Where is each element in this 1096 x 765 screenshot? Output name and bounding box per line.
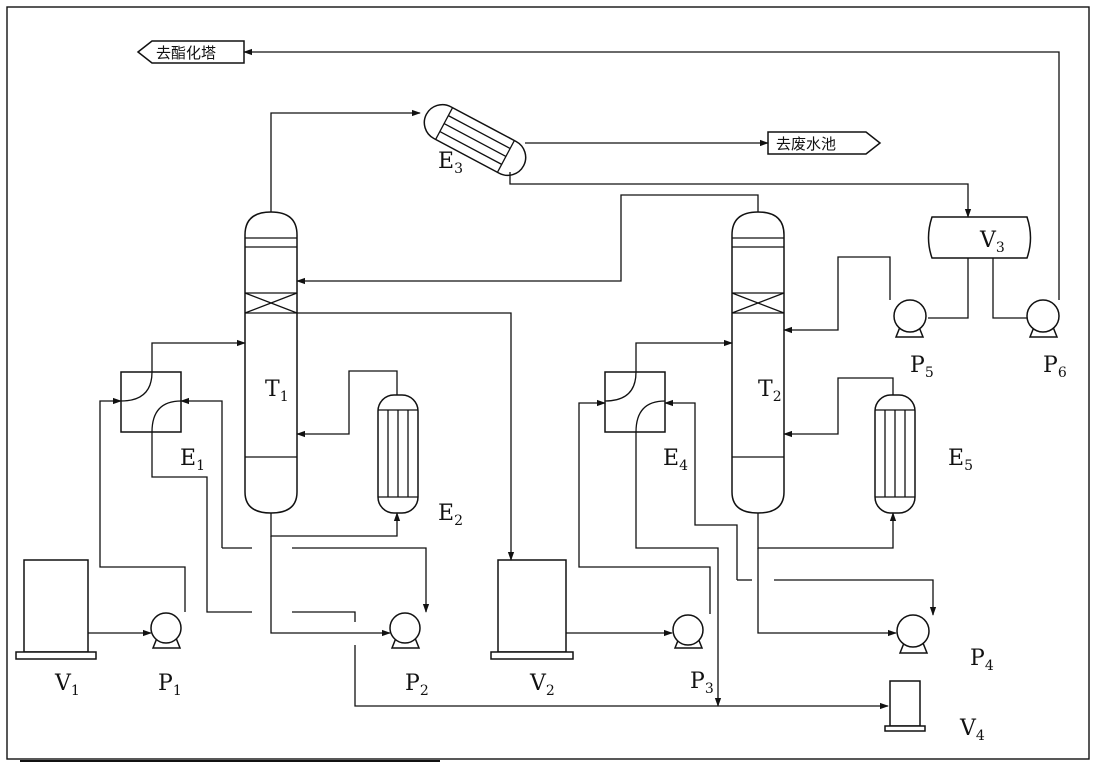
process-lines: [88, 48, 1060, 710]
column-t1: [244, 211, 298, 514]
label-e4: E4: [663, 446, 688, 474]
svg-text:P2: P2: [405, 671, 429, 699]
tag-to-wastewater-pool: 去废水池: [767, 131, 882, 155]
label-t2: T2: [758, 377, 782, 405]
svg-text:V2: V2: [529, 671, 555, 699]
tag-esterification-text: 去酯化塔: [156, 44, 216, 62]
label-e5: E5: [948, 446, 973, 474]
reboiler-e5: [874, 394, 916, 514]
condenser-e3: [423, 103, 527, 177]
label-p3: P3: [690, 669, 714, 697]
svg-text:V3: V3: [979, 228, 1005, 256]
svg-text:E2: E2: [438, 501, 463, 529]
svg-text:E5: E5: [948, 446, 973, 474]
svg-text:P4: P4: [970, 646, 994, 674]
svg-text:T2: T2: [758, 377, 782, 405]
pump-p4: [896, 614, 930, 654]
svg-text:P1: P1: [158, 671, 182, 699]
svg-text:E4: E4: [663, 446, 688, 474]
reboiler-e2: [377, 394, 419, 514]
svg-text:V4: V4: [959, 716, 985, 744]
pump-p5: [893, 299, 927, 338]
label-v1: V1: [54, 671, 80, 699]
svg-text:P3: P3: [690, 669, 714, 697]
svg-text:V1: V1: [54, 671, 80, 699]
label-e3: E3: [438, 149, 463, 177]
label-p6: P6: [1043, 353, 1067, 381]
tag-to-esterification-tower: 去酯化塔: [136, 40, 245, 64]
heat-exchanger-e1: [120, 371, 182, 433]
svg-text:P6: P6: [1043, 353, 1067, 381]
label-v4: V4: [959, 716, 985, 744]
label-p5: P5: [910, 353, 934, 381]
label-e2: E2: [438, 501, 463, 529]
tank-v2: [490, 559, 574, 660]
label-p1: P1: [158, 671, 182, 699]
tag-wastewater-text: 去废水池: [776, 135, 836, 153]
pump-p2: [389, 612, 421, 649]
diagram-frame: [6, 6, 1090, 760]
label-v2: V2: [529, 671, 555, 699]
svg-text:P5: P5: [910, 353, 934, 381]
pump-p1: [150, 612, 182, 649]
tank-v4: [884, 680, 926, 732]
svg-text:T1: T1: [265, 377, 289, 405]
heat-exchanger-e4: [604, 371, 666, 433]
pump-p6: [1026, 299, 1060, 338]
tank-v1: [15, 559, 97, 660]
svg-text:E1: E1: [180, 446, 205, 474]
label-v3: V3: [979, 228, 1005, 256]
label-p2: P2: [405, 671, 429, 699]
pump-p3: [672, 614, 704, 649]
reflux-drum-v3: [927, 216, 1032, 259]
label-t1: T1: [265, 377, 289, 405]
label-e1: E1: [180, 446, 205, 474]
label-p4: P4: [970, 646, 994, 674]
column-t2: [731, 211, 785, 514]
svg-text:E3: E3: [438, 149, 463, 177]
